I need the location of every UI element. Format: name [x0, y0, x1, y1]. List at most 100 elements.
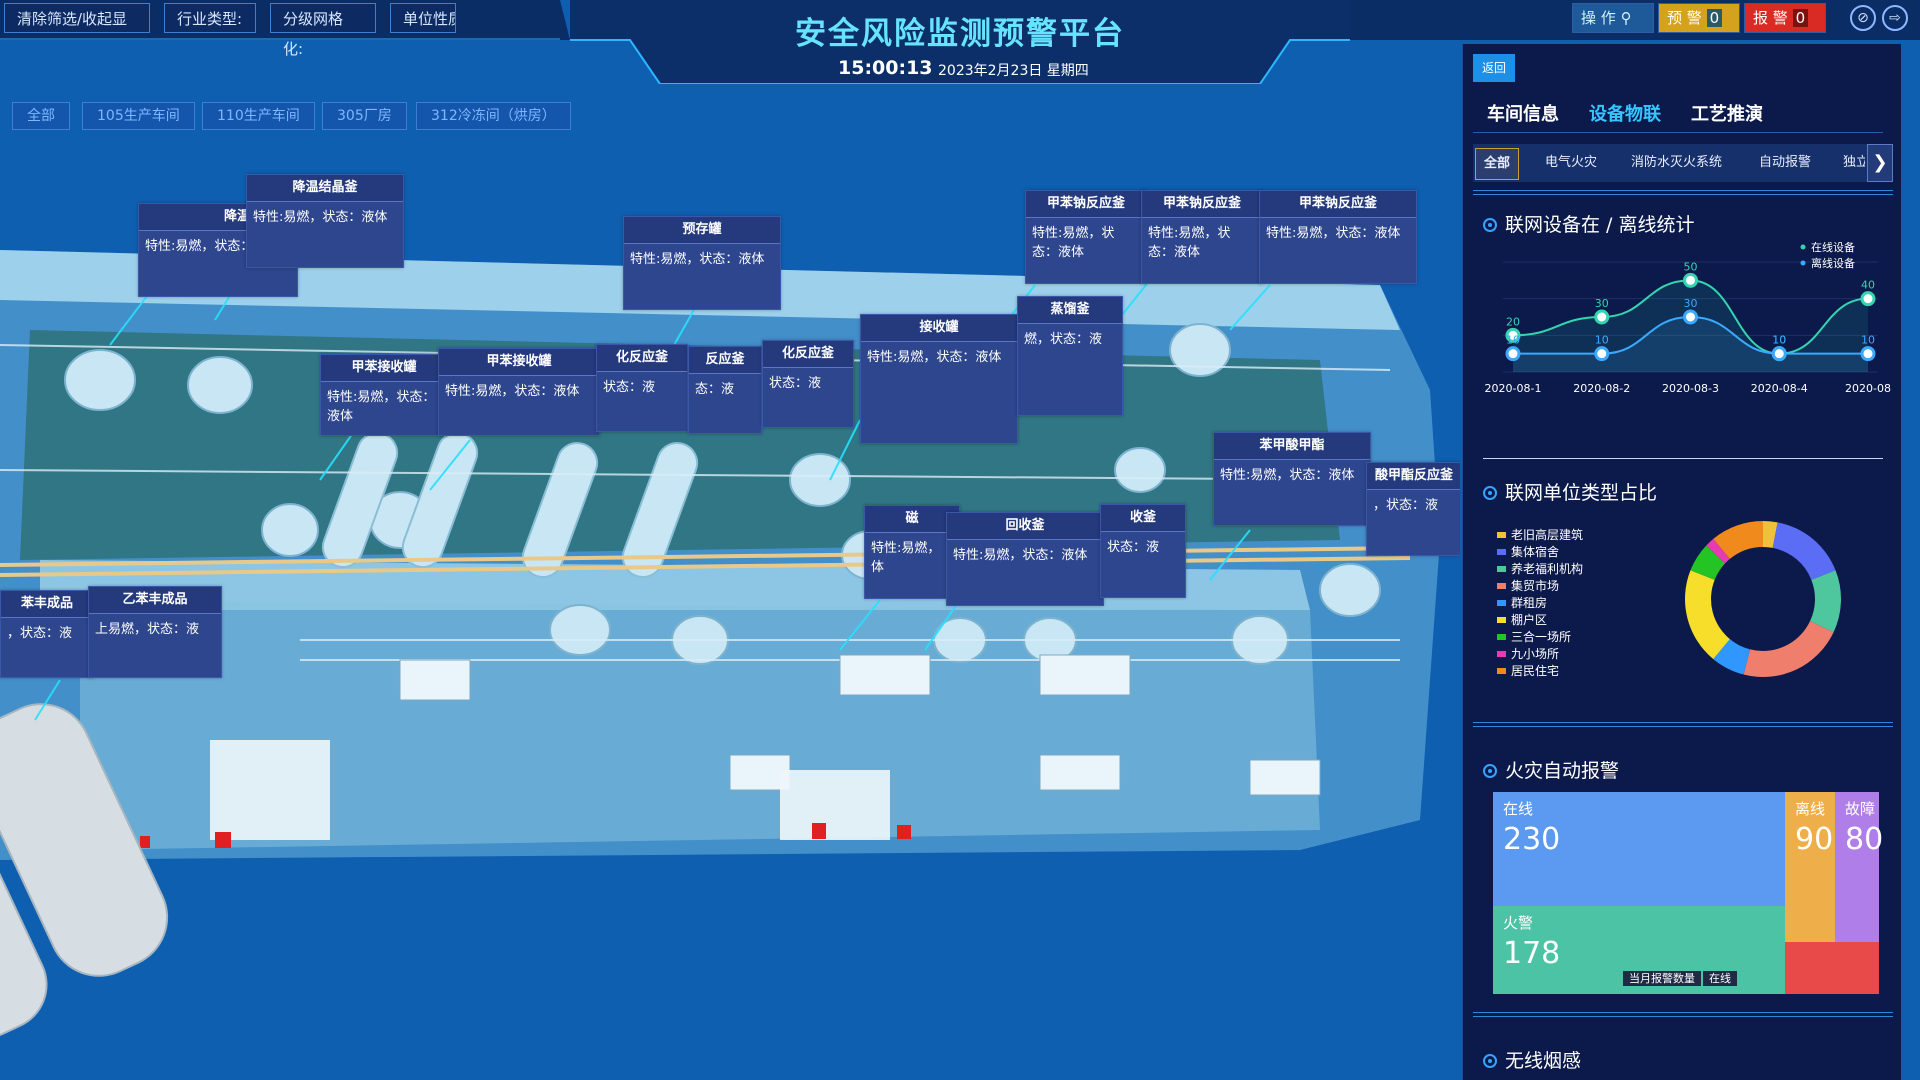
equipment-label-title: 回收釜: [947, 513, 1103, 540]
unit-types-donut: [1685, 521, 1841, 677]
subtab-water-system[interactable]: 消防水灭火系统: [1631, 155, 1723, 170]
legend-swatch: [1497, 600, 1506, 606]
equipment-label[interactable]: 化反应釜 状态：液: [596, 344, 688, 432]
exit-icon[interactable]: ⇨: [1882, 5, 1908, 31]
legend-marker: [1800, 260, 1806, 266]
back-button[interactable]: 返回: [1473, 54, 1515, 82]
subtab-independent[interactable]: 独立: [1843, 155, 1865, 170]
warning-label: 预 警: [1667, 9, 1702, 27]
legend-swatch: [1497, 583, 1506, 589]
subtab-auto-alarm[interactable]: 自动报警: [1759, 155, 1812, 170]
donut-slice: [1713, 639, 1751, 675]
scene-tab-305[interactable]: 305厂房: [322, 102, 407, 130]
equipment-label[interactable]: 接收罐 特性:易燃，状态：液体: [860, 314, 1018, 444]
equipment-label-body: 特性:易燃，体: [871, 541, 941, 575]
tab-device-iot[interactable]: 设备物联: [1589, 104, 1661, 125]
legend-label: 九小场所: [1511, 647, 1560, 661]
data-point: [1505, 346, 1521, 362]
top-bar: 清除筛选/收起显 行业类型: 分级网格化: 单位性质 操 作 ⚲ 预 警 0 报…: [0, 0, 1920, 58]
equipment-label[interactable]: 预存罐 特性:易燃，状态：液体: [623, 216, 781, 310]
equipment-label[interactable]: 磁 特性:易燃，体: [864, 505, 960, 599]
equipment-label-body: ，状态：液: [7, 626, 73, 641]
data-point: [1505, 327, 1521, 343]
equipment-label-title: 降温结晶釜: [247, 175, 403, 202]
subtab-all[interactable]: 全部: [1475, 148, 1519, 180]
legend-label: 在线设备: [1811, 242, 1855, 254]
equipment-label-title: 甲苯接收罐: [321, 355, 447, 382]
bullet-icon: [1483, 1054, 1497, 1068]
equipment-label[interactable]: 回收釜 特性:易燃，状态：液体: [946, 512, 1104, 606]
scene-tab-105[interactable]: 105生产车间: [82, 102, 195, 130]
equipment-label[interactable]: 降温结晶釜 特性:易燃，状态：液体: [246, 174, 404, 268]
operate-label: 操 作: [1581, 9, 1616, 27]
equipment-label-body: ，状态：液: [1373, 498, 1439, 513]
equipment-label[interactable]: 蒸馏釜 燃，状态：液: [1017, 296, 1123, 416]
equipment-label[interactable]: 甲苯钠反应釜 特性:易燃，状态：液体: [1259, 190, 1417, 284]
equipment-label-title: 化反应釜: [597, 345, 687, 372]
section-divider: [1483, 458, 1883, 459]
industry-type-select[interactable]: 行业类型:: [164, 3, 256, 33]
equipment-label[interactable]: 苯甲酸甲酯 特性:易燃，状态：液体: [1213, 432, 1371, 526]
equipment-label[interactable]: 乙苯丰成品 上易燃，状态：液: [88, 586, 222, 678]
plant-3d-scene[interactable]: 降温结晶釜 特性:易燃，状态：液体 降温结晶釜 特性:易燃，状态：液体 预存罐 …: [0, 0, 1460, 1080]
equipment-label[interactable]: 甲苯钠反应釜 特性:易燃，状态：液体: [1141, 190, 1263, 284]
x-tick-label: 2020-08-4: [1751, 382, 1808, 395]
equipment-label-body: 特性:易燃，状态：液体: [327, 390, 436, 424]
data-point: [1683, 309, 1698, 325]
legend-swatch: [1497, 566, 1506, 572]
search-icon: ⚲: [1620, 9, 1632, 27]
equipment-label-title: 苯甲酸甲酯: [1214, 433, 1370, 460]
scene-tab-110[interactable]: 110生产车间: [202, 102, 315, 130]
grid-level-select[interactable]: 分级网格化:: [270, 3, 376, 58]
chevron-right-icon[interactable]: ❯: [1867, 144, 1893, 182]
equipment-label[interactable]: 甲苯钠反应釜 特性:易燃，状态：液体: [1025, 190, 1147, 284]
right-panel: 返回 车间信息 设备物联 工艺推演 全部 电气火灾 消防水灭火系统 自动报警 独…: [1462, 44, 1901, 1080]
equipment-label[interactable]: 化反应釜 状态：液: [762, 340, 854, 428]
alarm-button[interactable]: 报 警 0: [1744, 3, 1826, 33]
donut-slice: [1772, 522, 1836, 580]
warning-button[interactable]: 预 警 0: [1658, 3, 1740, 33]
data-label: 20: [1506, 315, 1520, 328]
page-title: 安全风险监测预警平台: [795, 16, 1125, 52]
scene-tab-all[interactable]: 全部: [12, 102, 70, 130]
operate-button[interactable]: 操 作 ⚲: [1572, 3, 1654, 33]
tab-workshop-info[interactable]: 车间信息: [1487, 104, 1559, 125]
unit-nature-select[interactable]: 单位性质: [390, 3, 456, 33]
smoke-label: 无线烟感: [1505, 1050, 1582, 1072]
data-label: 30: [1595, 297, 1609, 310]
subtab-electric-fire[interactable]: 电气火灾: [1545, 155, 1598, 170]
equipment-label[interactable]: 甲苯接收罐 特性:易燃，状态：液体: [438, 348, 600, 436]
title-frame: [570, 0, 1350, 84]
equipment-label[interactable]: 甲苯接收罐 特性:易燃，状态：液体: [320, 354, 448, 436]
alarm-count: 0: [1792, 9, 1809, 27]
equipment-label-body: 特性:易燃，状态：液体: [1220, 468, 1355, 483]
data-label: 10: [1595, 334, 1609, 347]
equipment-label-body: 特性:易燃，状态：液体: [253, 210, 388, 225]
settings-icon[interactable]: ⊘: [1850, 5, 1876, 31]
equipment-label[interactable]: 反应釜 态：液: [688, 346, 762, 434]
legend-item: 棚户区: [1497, 612, 1547, 629]
equipment-label[interactable]: 收釜 状态：液: [1100, 504, 1186, 598]
data-label: 10: [1772, 334, 1786, 347]
donut-slice: [1690, 545, 1726, 580]
equipment-label-title: 反应釜: [689, 347, 761, 374]
equipment-label-title: 接收罐: [861, 315, 1017, 342]
scene-tab-312[interactable]: 312冷冻间（烘房）: [416, 102, 571, 130]
plant-model: [0, 250, 1440, 1040]
equipment-label[interactable]: 酸甲酯反应釜 ，状态：液: [1366, 462, 1460, 556]
data-label: 10: [1506, 334, 1520, 347]
tile-label: 离线: [1795, 800, 1826, 818]
data-label: 10: [1861, 334, 1875, 347]
equipment-label-title: 苯丰成品: [1, 591, 93, 618]
x-tick-label: 2020-08-2: [1573, 382, 1630, 395]
tile-label: 故障: [1845, 800, 1876, 818]
equipment-label-title: 甲苯钠反应釜: [1026, 191, 1146, 218]
legend-label: 居民住宅: [1511, 664, 1560, 678]
equipment-label[interactable]: 苯丰成品 ，状态：液: [0, 590, 94, 678]
equipment-label-body: 特性:易燃，状态：液体: [445, 384, 580, 399]
clear-filter-button[interactable]: 清除筛选/收起显: [4, 3, 150, 33]
tab-process-sim[interactable]: 工艺推演: [1691, 104, 1763, 125]
